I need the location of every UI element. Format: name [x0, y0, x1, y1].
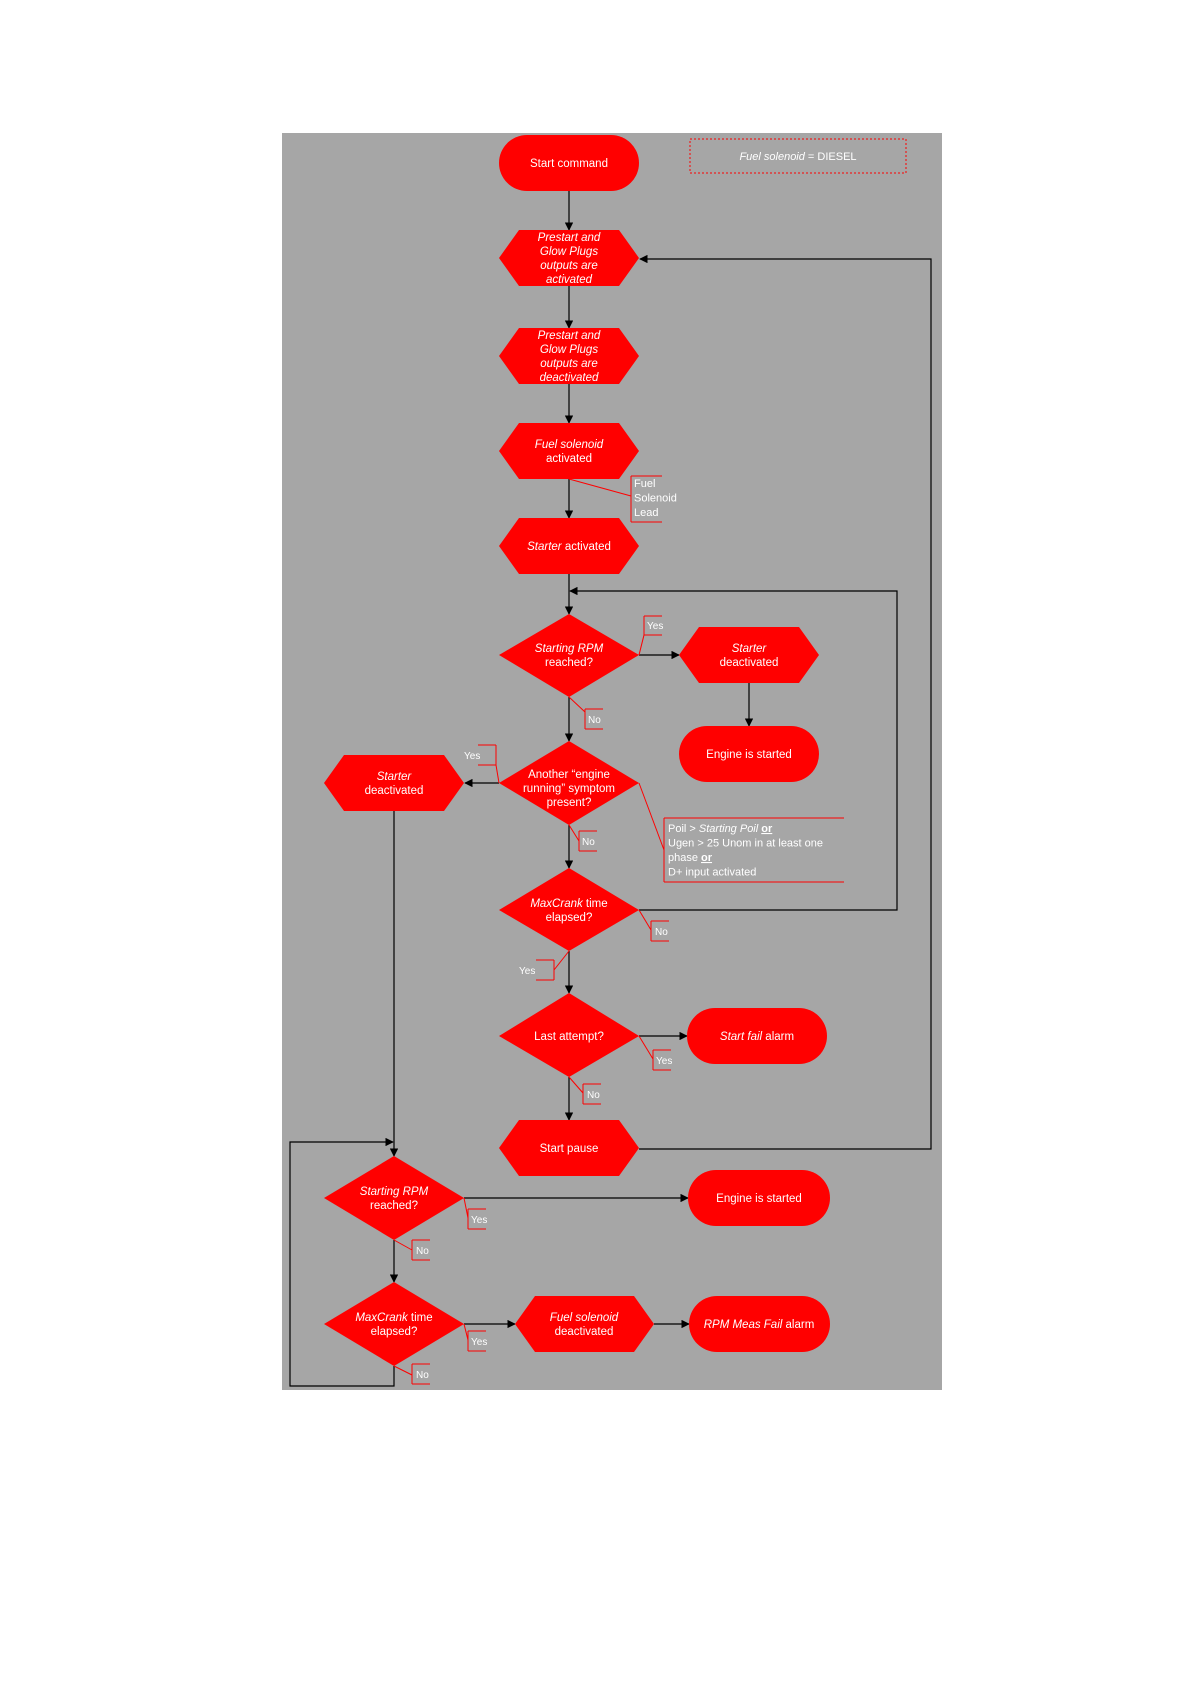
start-command-text: Start command [530, 158, 608, 170]
process-starter-activated [499, 518, 639, 574]
process-start-pause [499, 1120, 639, 1176]
terminal-rpm-meas-fail-alarm [689, 1296, 830, 1352]
process-starter-deactivated-right [679, 627, 819, 683]
start-pause-text: Start pause [540, 1143, 599, 1155]
start-fail-alarm-text: Start fail alarm [720, 1031, 794, 1043]
process-starter-deactivated-left [324, 755, 464, 811]
yes-label: Yes [471, 1337, 487, 1348]
terminal-start-command [499, 135, 639, 191]
flow-shapes [324, 135, 830, 1366]
decision-another-symptom [499, 741, 639, 825]
legend-box [689, 138, 907, 174]
starter-activated-text: Starter activated [527, 541, 611, 553]
no-label: No [655, 927, 668, 938]
terminal-start-fail-alarm [687, 1008, 827, 1064]
process-prestart-activated [499, 230, 639, 286]
yes-label: Yes [656, 1056, 672, 1067]
connector [639, 254, 932, 1150]
connector [569, 586, 898, 911]
decision-maxcrank-2 [324, 1282, 464, 1366]
branch-labels: Yes No Yes No No Yes Yes No Yes No Yes N… [416, 621, 672, 1381]
connector [289, 1137, 395, 1387]
decision-last-attempt [499, 993, 639, 1077]
callout-lines [393, 475, 844, 1385]
decision-starting-rpm-2 [324, 1156, 464, 1240]
decision-starting-rpm-1 [499, 614, 639, 697]
yes-label: Yes [464, 751, 480, 762]
engine-started-1-text: Engine is started [706, 749, 792, 761]
flow-connectors [289, 191, 932, 1387]
legend-text: Fuel solenoid = DIESEL [739, 151, 856, 163]
terminal-engine-started-2 [688, 1170, 830, 1226]
no-label: No [588, 715, 601, 726]
no-label: No [587, 1090, 600, 1101]
process-fuel-solenoid-deactivated [515, 1296, 654, 1352]
terminal-engine-started-1 [679, 726, 819, 782]
process-fuel-solenoid-activated [499, 423, 639, 479]
yes-label: Yes [519, 966, 535, 977]
yes-label: Yes [647, 621, 663, 632]
process-prestart-deactivated [499, 328, 639, 384]
no-label: No [582, 837, 595, 848]
rpm-meas-fail-alarm-text: RPM Meas Fail alarm [704, 1319, 815, 1331]
no-label: No [416, 1246, 429, 1257]
yes-label: Yes [471, 1215, 487, 1226]
no-label: No [416, 1370, 429, 1381]
decision-maxcrank-1 [499, 868, 639, 951]
engine-started-2-text: Engine is started [716, 1193, 802, 1205]
last-attempt-text: Last attempt? [534, 1031, 604, 1043]
